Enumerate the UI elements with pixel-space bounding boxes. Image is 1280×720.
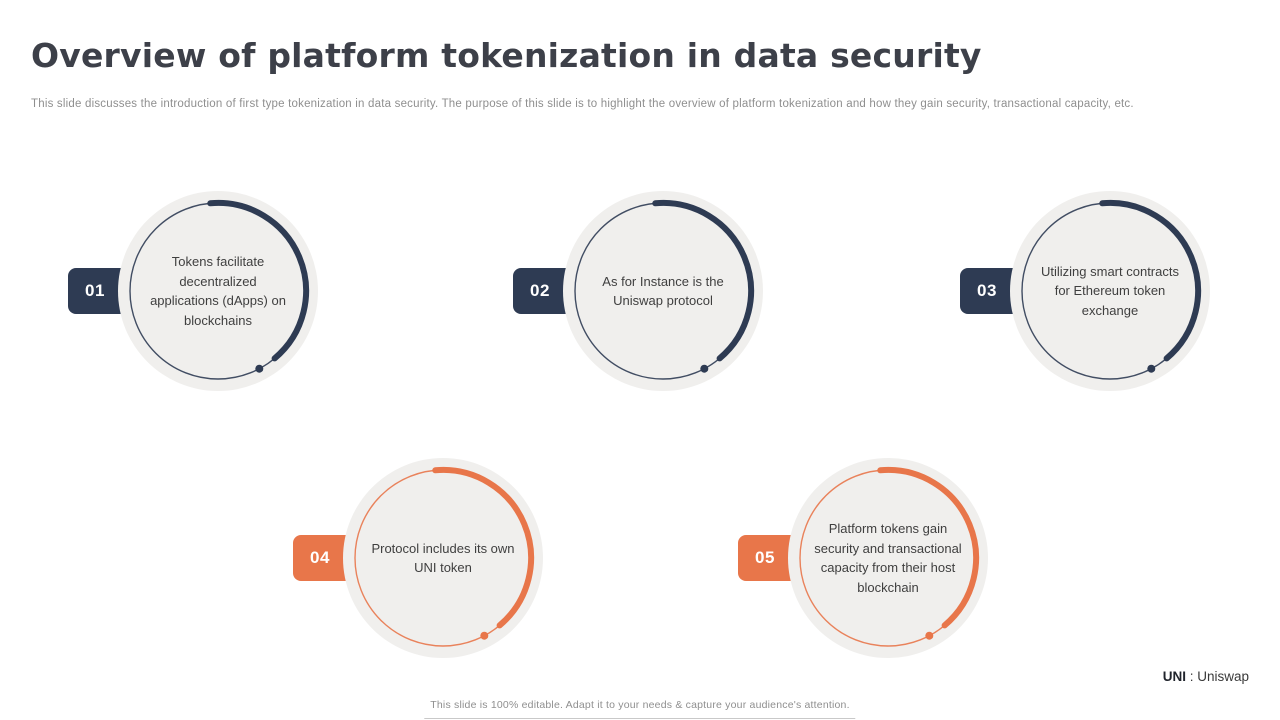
step-description: Platform tokens gain security and transa… <box>814 521 962 595</box>
step-description: Protocol includes its own UNI token <box>371 540 515 576</box>
legend-term: UNI <box>1162 669 1186 684</box>
step-item-03: 03 Utilizing smart contracts for Ethereu… <box>960 181 1220 401</box>
step-circle-graphic <box>788 458 988 658</box>
step-item-04: 04 Protocol includes its own UNI token <box>293 448 553 668</box>
step-circle-graphic <box>118 191 318 391</box>
legend-definition: Uniswap <box>1197 669 1249 684</box>
step-description: Utilizing smart contracts for Ethereum t… <box>1041 263 1179 318</box>
step-item-01: 01 Tokens facilitate decentralized appli… <box>68 181 328 401</box>
slide-footer-note: This slide is 100% editable. Adapt it to… <box>424 699 856 719</box>
slide-title: Overview of platform tokenization in dat… <box>31 36 982 75</box>
slide-subtitle: This slide discusses the introduction of… <box>31 98 1134 110</box>
step-description: Tokens facilitate decentralized applicat… <box>150 254 286 328</box>
step-description: As for Instance is the Uniswap protocol <box>602 273 724 309</box>
step-item-05: 05 Platform tokens gain security and tra… <box>738 448 998 668</box>
step-item-02: 02 As for Instance is the Uniswap protoc… <box>513 181 773 401</box>
step-circle-graphic <box>343 458 543 658</box>
step-circle-graphic <box>563 191 763 391</box>
step-circle-graphic <box>1010 191 1210 391</box>
legend-uni-uniswap: UNI : Uniswap <box>1163 669 1249 684</box>
legend-separator: : <box>1185 669 1198 684</box>
